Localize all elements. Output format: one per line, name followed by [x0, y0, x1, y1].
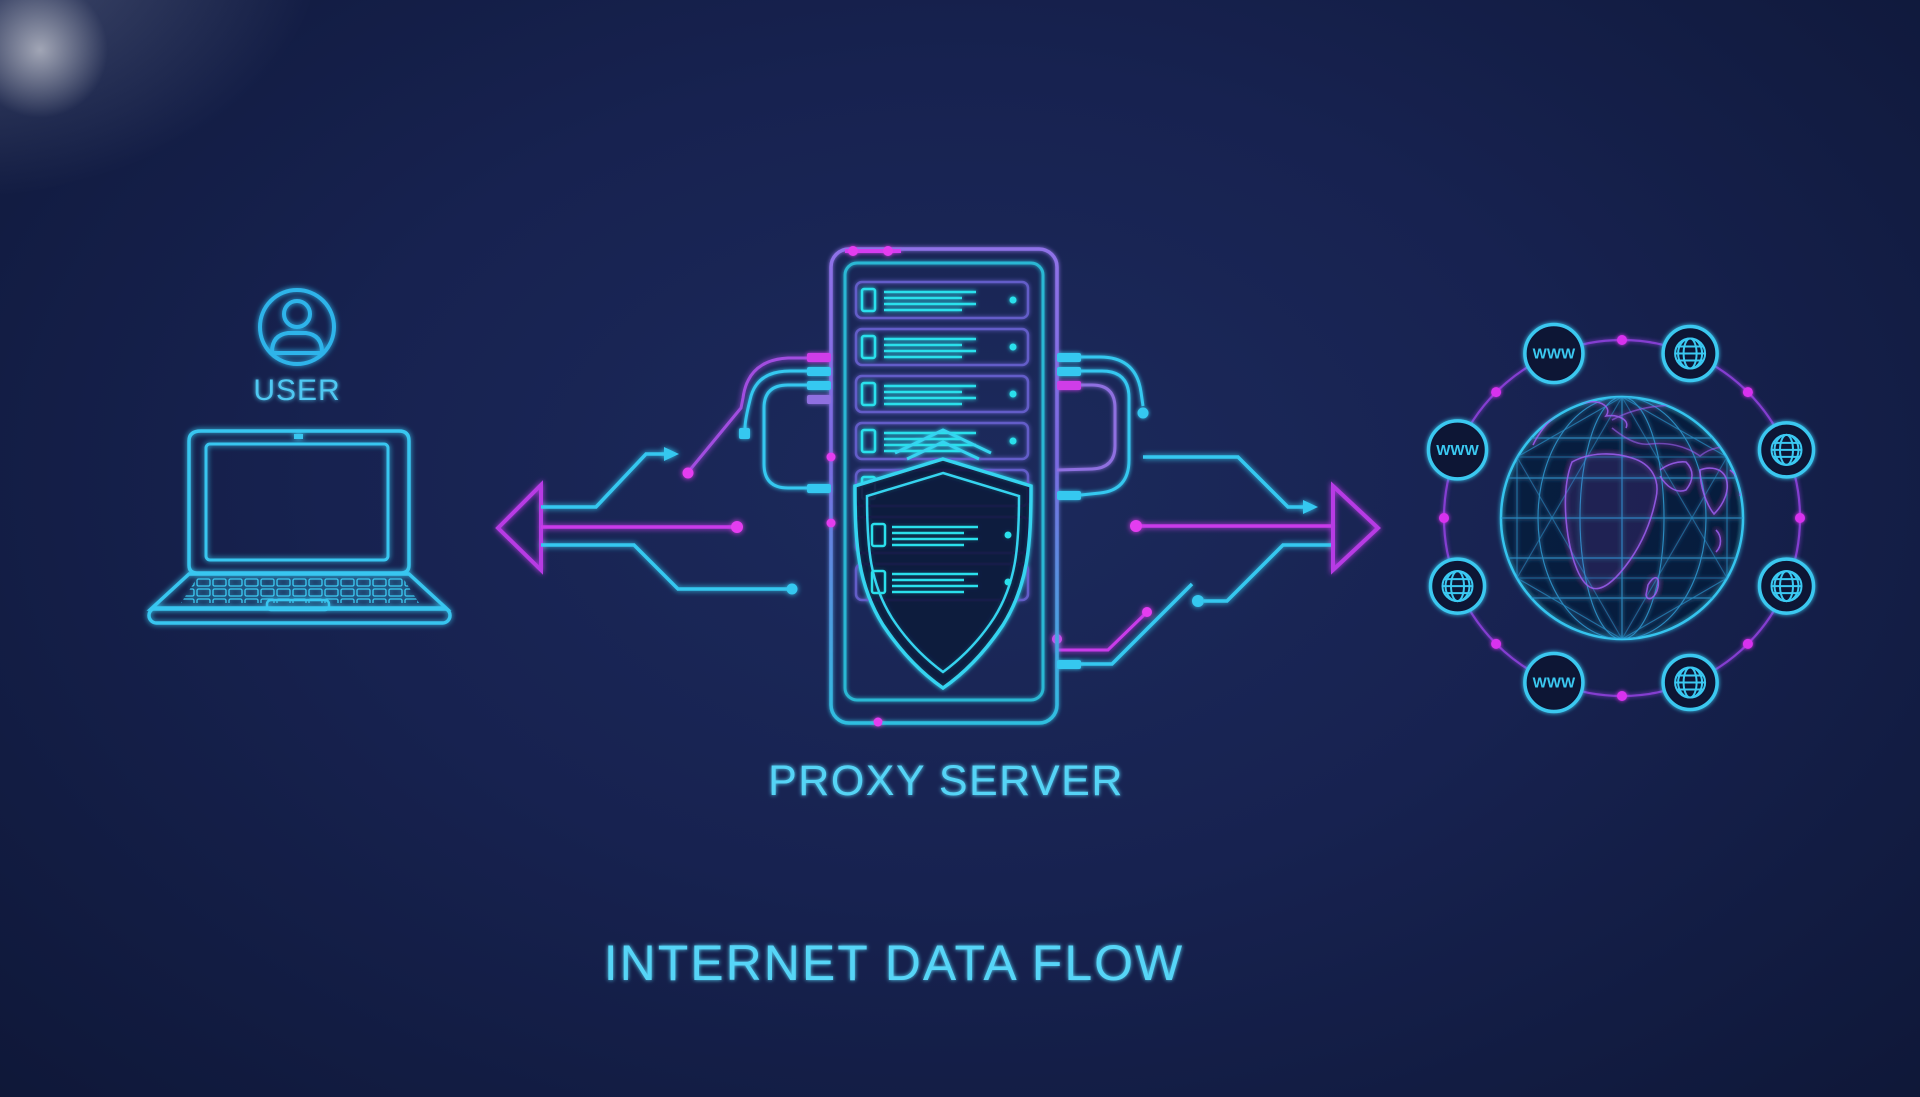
trace-dot [1130, 520, 1142, 532]
server-inner-frame [843, 261, 1045, 702]
shield-icon [853, 428, 1033, 691]
right-data-flow-arrow [1052, 455, 1381, 666]
www-node-icon: WWW [1523, 322, 1585, 385]
wireframe-globe-icon [1499, 395, 1745, 641]
laptop-icon [146, 429, 452, 625]
user-icon [258, 288, 336, 366]
laptop-lid [187, 429, 411, 575]
server-right-connectors [1056, 353, 1149, 669]
small-right-arrow-icon [1303, 500, 1318, 514]
proxy-server-label: PROXY SERVER [768, 757, 1124, 805]
laptop-base [147, 606, 452, 625]
laptop-webcam [294, 434, 303, 439]
www-node-label: WWW [1436, 442, 1479, 459]
small-right-arrow-icon [664, 447, 679, 461]
right-bottom-trace [1204, 543, 1331, 603]
www-node-icon: WWW [1523, 651, 1585, 714]
www-node-label: WWW [1533, 675, 1576, 692]
shield-data-lines [870, 522, 978, 595]
left-diagonal-trace [687, 356, 830, 472]
orbit-ring-dots [1439, 335, 1805, 701]
trace-dot [731, 521, 743, 533]
left-arrowhead [495, 480, 543, 575]
globe-node-icon [1661, 324, 1719, 383]
user-shoulders [270, 331, 324, 355]
right-top-trace [1143, 455, 1303, 509]
laptop-trackpad-button [265, 598, 331, 612]
laptop-screen [204, 442, 390, 562]
www-node-icon: WWW [1426, 419, 1489, 481]
right-arrowhead [1331, 481, 1381, 575]
trace-dot [682, 467, 694, 479]
left-data-flow-arrow [495, 356, 830, 595]
right-lower-trace [1079, 582, 1194, 666]
left-top-trace [541, 452, 664, 509]
user-label: USER [253, 374, 340, 407]
server-frame-dots [826, 246, 901, 727]
www-node-label: WWW [1533, 346, 1576, 363]
user-head [282, 299, 312, 329]
globe-node-icon [1757, 557, 1816, 615]
trace-dot [786, 583, 798, 595]
trace-dot [1142, 607, 1152, 617]
globe-node-icon [1661, 653, 1719, 712]
globe-node-icon [1428, 557, 1487, 615]
server-tower-icon [739, 246, 1149, 727]
internet-cluster: WWW WWW WWW [1426, 322, 1816, 714]
page-title: INTERNET DATA FLOW [604, 935, 1184, 991]
left-bottom-trace [541, 543, 787, 591]
user-circle [258, 288, 336, 366]
globe-node-icon [1757, 421, 1816, 479]
server-left-connectors [739, 353, 831, 493]
trace-dot [1192, 595, 1204, 607]
laptop-keyboard [181, 578, 419, 603]
